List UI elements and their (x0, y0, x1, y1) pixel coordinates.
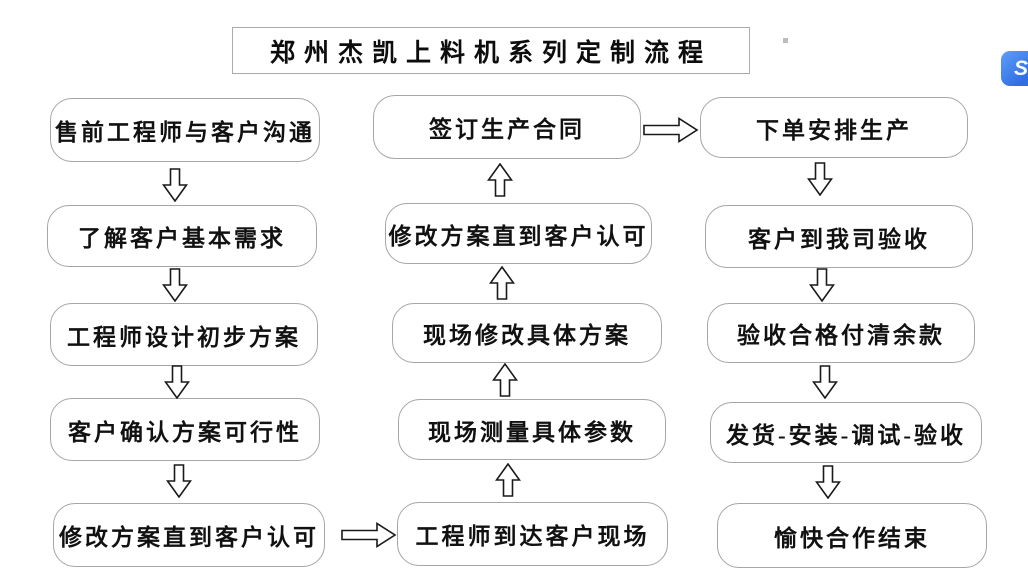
up-arrow-icon (489, 266, 515, 300)
down-arrow-icon (162, 268, 188, 302)
flow-box-label: 修改方案直到客户认可 (59, 525, 319, 550)
flow-box-pay-balance: 验收合格付清余款 (707, 303, 975, 363)
flow-box-preliminary-design: 工程师设计初步方案 (50, 303, 318, 366)
flow-box-label: 现场修改具体方案 (423, 323, 631, 348)
right-arrow-icon (643, 117, 699, 143)
up-arrow-icon (495, 463, 521, 497)
down-arrow-icon (809, 268, 835, 302)
s-logo-icon: S (1013, 56, 1028, 80)
down-arrow-icon (166, 464, 192, 498)
down-arrow-icon (164, 365, 190, 399)
flow-box-label: 签订生产合同 (429, 117, 585, 142)
flow-box-onsite-measure-parameters: 现场测量具体参数 (398, 399, 666, 460)
down-arrow-icon (815, 465, 841, 499)
flow-box-label: 验收合格付清余款 (737, 323, 945, 348)
flow-box-confirm-feasibility: 客户确认方案可行性 (50, 398, 320, 461)
flow-box-label: 现场测量具体参数 (428, 419, 636, 445)
flow-box-sign-contract: 签订生产合同 (373, 95, 641, 159)
right-arrow-icon (341, 522, 397, 548)
flow-box-label: 发货-安装-调试-验收 (726, 422, 966, 448)
flow-box-label: 愉快合作结束 (774, 525, 930, 551)
flow-box-label: 售前工程师与客户沟通 (55, 120, 315, 145)
flow-box-label: 客户确认方案可行性 (68, 419, 302, 445)
flow-box-label: 了解客户基本需求 (78, 226, 286, 251)
flow-box-label: 下单安排生产 (756, 117, 912, 143)
flow-box-engineer-arrives-site: 工程师到达客户现场 (397, 502, 668, 566)
title-box: 郑州杰凯上料机系列定制流程 (232, 27, 750, 74)
artifact-dot (783, 38, 788, 43)
up-arrow-icon (487, 163, 513, 197)
flow-box-label: 客户到我司验收 (748, 226, 930, 252)
flow-box-presales-communication: 售前工程师与客户沟通 (50, 98, 320, 162)
flow-box-customer-acceptance-visit: 客户到我司验收 (705, 205, 973, 268)
flow-box-ship-install-debug-accept: 发货-安装-调试-验收 (710, 402, 982, 463)
flow-box-label: 修改方案直到客户认可 (388, 223, 649, 249)
down-arrow-icon (162, 168, 188, 202)
flow-box-place-order-production: 下单安排生产 (700, 97, 968, 158)
page-title: 郑州杰凯上料机系列定制流程 (269, 39, 712, 67)
flow-box-onsite-modify-plan: 现场修改具体方案 (392, 303, 662, 363)
flow-box-revise-until-approved-left: 修改方案直到客户认可 (53, 503, 325, 567)
flow-box-revise-until-approved-middle: 修改方案直到客户认可 (385, 203, 652, 264)
floating-tool-button[interactable]: S (1001, 51, 1028, 86)
down-arrow-icon (807, 162, 833, 196)
flow-box-label: 工程师到达客户现场 (415, 524, 650, 549)
down-arrow-icon (812, 365, 838, 399)
flow-box-understand-needs: 了解客户基本需求 (47, 205, 317, 267)
up-arrow-icon (492, 363, 518, 397)
flow-box-label: 工程师设计初步方案 (67, 324, 301, 350)
flow-box-cooperation-complete: 愉快合作结束 (717, 503, 987, 568)
